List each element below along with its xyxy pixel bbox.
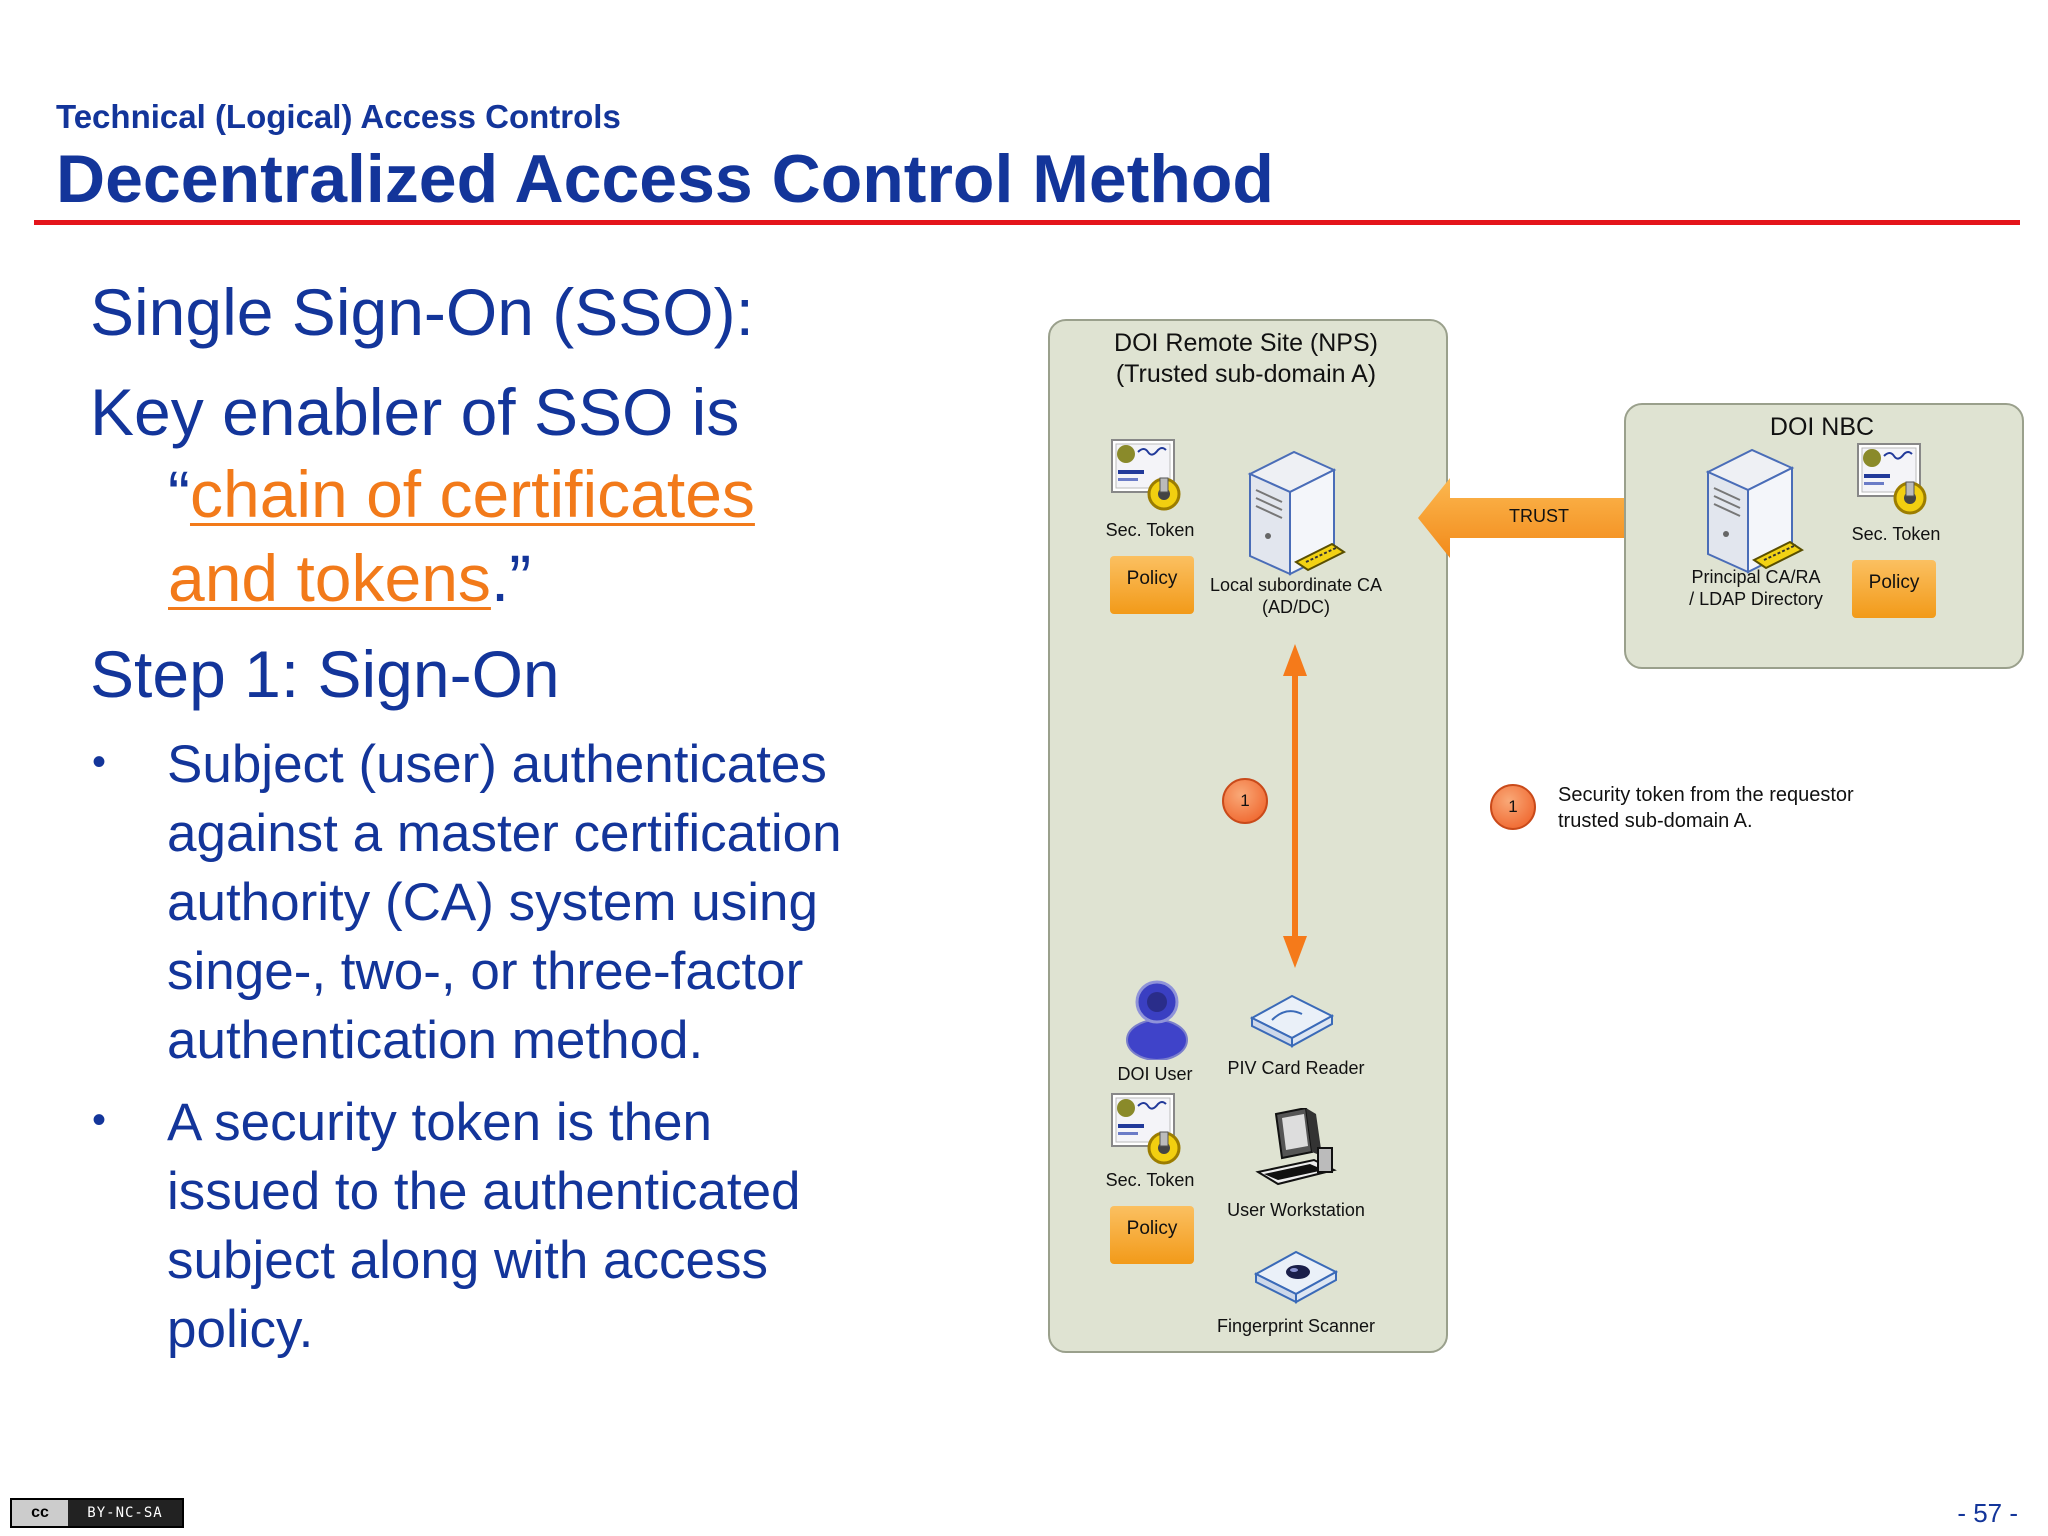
bullet-line: subject along with access — [167, 1231, 768, 1290]
bullet-line: Subject (user) authenticates — [167, 735, 827, 794]
principal-ca-label-line: Principal CA/RA — [1691, 567, 1821, 587]
bullet-marker: • — [92, 1098, 107, 1142]
policy-doc-icon: Policy — [1110, 1206, 1194, 1264]
quote-line-2: and tokens.” — [168, 536, 531, 620]
bullet-line: policy. — [167, 1300, 314, 1359]
open-quote: “ — [168, 457, 190, 531]
local-ca-label-line: (AD/DC) — [1262, 597, 1330, 617]
nbc-title: DOI NBC — [1769, 413, 1875, 441]
bullet-authenticates: Subject (user) authenticates against a m… — [167, 730, 842, 1075]
certificates-link[interactable]: chain of certificates — [189, 457, 755, 531]
tokens-link[interactable]: and tokens — [168, 541, 491, 615]
user-icon — [1122, 974, 1192, 1065]
principal-ca-label: Principal CA/RA / LDAP Directory — [1666, 566, 1846, 610]
server-icon — [1698, 442, 1808, 587]
local-ca-label-line: Local subordinate CA — [1209, 575, 1383, 595]
sec-token-label: Sec. Token — [1851, 524, 1941, 544]
quote-line-1: “chain of certificates — [168, 452, 755, 536]
certificate-token-icon — [1108, 436, 1194, 521]
trust-label: TRUST — [1509, 506, 1569, 526]
cc-license-badge[interactable]: cc BY-NC-SA — [10, 1498, 184, 1528]
license-terms: BY-NC-SA — [87, 1505, 163, 1521]
remote-site-title-line: DOI Remote Site (NPS) — [1114, 329, 1378, 357]
cc-logo-icon: cc — [12, 1500, 68, 1526]
legend-text-line: trusted sub-domain A. — [1558, 810, 1753, 832]
sec-token-label: Sec. Token — [1105, 1170, 1195, 1190]
key-enabler-text: Key enabler of SSO is — [90, 375, 740, 449]
remote-site-title: DOI Remote Site (NPS) (Trusted sub-domai… — [1048, 328, 1444, 390]
bullet-line: singe-, two-, or three-factor — [167, 942, 804, 1001]
doi-user-label: DOI User — [1117, 1064, 1193, 1084]
local-ca-label: Local subordinate CA (AD/DC) — [1196, 574, 1396, 618]
policy-doc-icon: Policy — [1110, 556, 1194, 614]
nbc-panel — [1624, 403, 2024, 669]
bullet-marker: • — [92, 740, 107, 784]
card-reader-icon — [1249, 990, 1335, 1055]
server-icon — [1240, 444, 1350, 589]
workstation-icon — [1254, 1106, 1338, 1199]
page-number: - 57 - — [1957, 1498, 2018, 1528]
bullet-line: against a master certification — [167, 804, 842, 863]
step-1-marker: 1 — [1222, 778, 1268, 824]
remote-site-title-line: (Trusted sub-domain A) — [1115, 360, 1377, 388]
bullet-line: A security token is then — [167, 1093, 713, 1152]
certificate-token-icon — [1108, 1090, 1194, 1175]
trust-arrow — [1418, 476, 1660, 565]
close-quote: .” — [490, 541, 532, 615]
bullet-line: issued to the authenticated — [167, 1162, 801, 1221]
legend-text: Security token from the requestor truste… — [1558, 782, 1854, 834]
piv-card-reader-label: PIV Card Reader — [1227, 1058, 1365, 1078]
user-workstation-label: User Workstation — [1227, 1200, 1365, 1220]
legend-step-1-marker: 1 — [1490, 784, 1536, 830]
sso-heading: Single Sign-On (SSO): — [90, 275, 754, 349]
policy-doc-icon: Policy — [1852, 560, 1936, 618]
title-divider — [34, 220, 2020, 225]
bullet-token-issued: A security token is then issued to the a… — [167, 1088, 801, 1364]
bullet-line: authentication method. — [167, 1011, 704, 1070]
bullet-line: authority (CA) system using — [167, 873, 818, 932]
fingerprint-scanner-label: Fingerprint Scanner — [1216, 1316, 1376, 1336]
principal-ca-label-line: / LDAP Directory — [1689, 589, 1823, 609]
sec-token-label: Sec. Token — [1105, 520, 1195, 540]
fingerprint-scanner-icon — [1253, 1246, 1339, 1311]
sign-on-flow-arrow — [1280, 644, 1310, 973]
legend-text-line: Security token from the requestor — [1558, 784, 1854, 806]
step-heading: Step 1: Sign-On — [90, 637, 560, 711]
section-subtitle: Technical (Logical) Access Controls — [56, 98, 621, 135]
slide-title: Decentralized Access Control Method — [56, 141, 1274, 217]
certificate-token-icon — [1854, 440, 1940, 525]
